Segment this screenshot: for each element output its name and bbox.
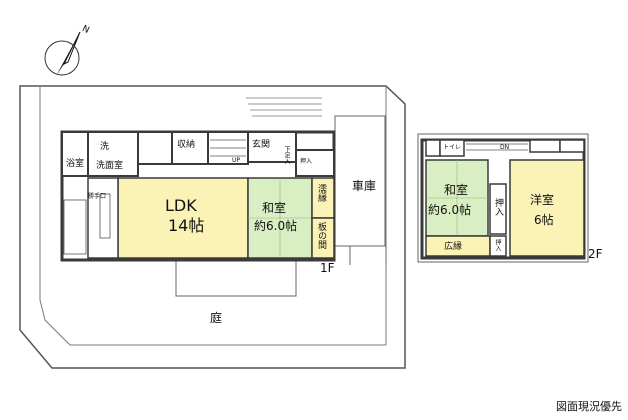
closet-2f-label: 押入 xyxy=(493,198,503,216)
veranda-label: 濡縁 xyxy=(316,184,326,202)
youshitsu-2f-size: 6帖 xyxy=(534,213,554,227)
site-boundary xyxy=(19,85,406,369)
ldk-size: 14帖 xyxy=(168,216,205,235)
youshitsu-2f-name: 洋室 xyxy=(530,193,555,207)
floor2-outline xyxy=(417,133,589,263)
floor1-label: 1F xyxy=(320,261,335,275)
washitsu-1f-size: 約6.0帖 xyxy=(254,219,298,233)
garden-label: 庭 xyxy=(210,311,223,325)
toilet-2f-label: トイレ xyxy=(443,144,462,151)
dn-marker: DN xyxy=(500,144,510,151)
bath-label: 浴室 xyxy=(66,159,85,169)
up-marker: UP xyxy=(232,157,241,164)
youshitsu-2f xyxy=(509,159,585,257)
washitsu-2f-size: 約6.0帖 xyxy=(428,203,472,217)
washitsu-1f-name: 和室 xyxy=(262,201,287,215)
storage-label: 収納 xyxy=(177,140,196,150)
ldk-name: LDK xyxy=(165,196,197,215)
washroom-label: 洗面室 xyxy=(96,161,124,171)
engawa-label: 広縁 xyxy=(444,242,463,252)
shoe-box-label: 下足入 xyxy=(283,146,290,164)
wood-floor-label: 板の間 xyxy=(316,222,326,249)
washitsu-2f-name: 和室 xyxy=(444,183,469,197)
laundry-label: 洗 xyxy=(100,142,110,152)
closet-small-2f-label: 押入 xyxy=(494,239,501,251)
closet-1f-label: 押入 xyxy=(300,158,313,165)
side-door-label: 勝手口 xyxy=(88,193,107,200)
floor2-label: 2F xyxy=(588,247,603,261)
entrance-label: 玄関 xyxy=(252,140,271,150)
garage-label: 車庫 xyxy=(352,179,377,193)
compass-icon xyxy=(44,31,81,76)
footer-note: 図面現況優先 xyxy=(556,400,622,413)
exterior-steps xyxy=(246,97,322,117)
